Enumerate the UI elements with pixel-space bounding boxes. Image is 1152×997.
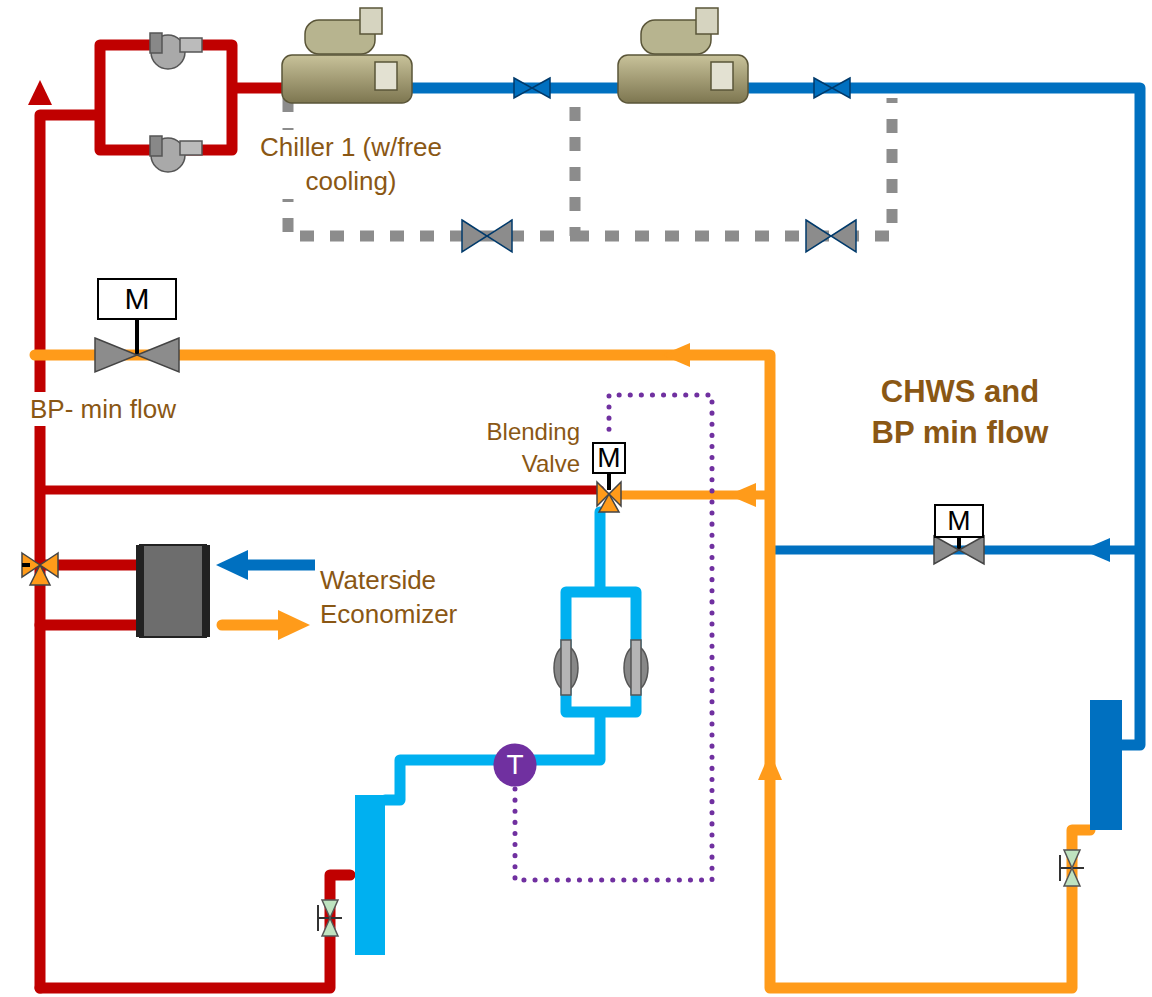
valve-label: Blending Valve — [440, 416, 580, 479]
heat-exchanger — [136, 545, 210, 637]
actuator-letter: M — [597, 444, 620, 472]
chiller — [282, 8, 748, 103]
actuator-letter: M — [125, 284, 150, 314]
return-bottom-pipe — [40, 875, 350, 988]
flow-arrows — [28, 80, 1110, 780]
bypass-orange-pipe — [35, 355, 1090, 988]
balancing-valve — [318, 850, 1084, 936]
valve-label: BP- min flow — [30, 392, 290, 426]
coil — [355, 700, 1122, 955]
isolation-valve — [462, 78, 856, 252]
actuator-letter: M — [947, 507, 970, 535]
actuator-box: M — [592, 442, 626, 474]
actuator-box: M — [934, 504, 984, 538]
equipment-label: Waterside Economizer — [320, 563, 520, 632]
pump — [150, 33, 648, 695]
secondary-pipe — [385, 512, 636, 800]
equipment-label: Chiller 1 (w/free cooling) — [245, 130, 457, 199]
blend-red-pipe — [40, 486, 600, 495]
temperature-sensor: T — [493, 743, 537, 787]
actuator-box: M — [97, 278, 177, 320]
sensor-letter: T — [506, 751, 523, 779]
valve-label: CHWS and BP min flow — [855, 372, 1065, 454]
